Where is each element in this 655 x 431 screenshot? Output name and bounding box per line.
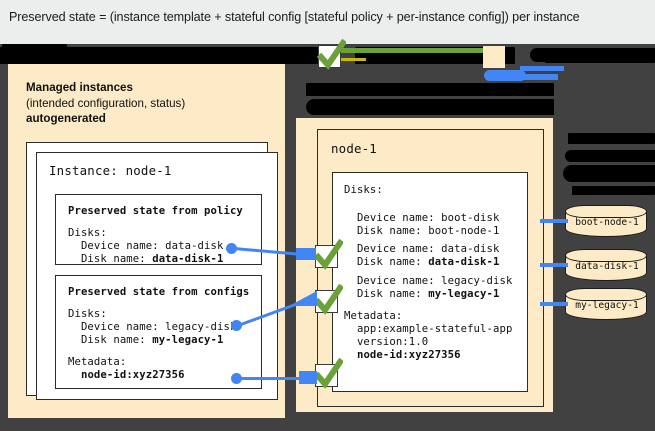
connector-dot-legacy-disk [231,320,242,331]
node-metadata-line-1: version:1.0 [344,336,429,348]
configs-line-diskname: Disk name: my-legacy-1 [68,334,223,348]
policy-diskname-value: data-disk-1 [152,253,224,265]
disk-boot-node-1: boot-node-1 [564,204,647,237]
configs-nodeid-value: node-id:xyz27356 [80,369,185,381]
disk-label: my-legacy-1 [575,300,639,311]
redaction-bar-right-2 [565,150,655,162]
node-entry-0-device: Device name: boot-disk [344,212,500,224]
redaction-bar-right-1 [568,133,655,144]
node-metadata-nodeid-indent [344,349,357,361]
redaction-bar-top-right-c [545,55,655,63]
cream-node-marker [483,46,505,68]
node-entry-0-disk: Disk name: boot-node-1 [344,225,500,237]
redaction-bar-right-4 [572,186,655,195]
blue-marker-c [520,66,564,71]
node-metadata-line-0: app:example-stateful-app [344,323,513,335]
redaction-bar-top [0,47,320,64]
node-entry-2-device: Device name: legacy-disk [344,275,513,287]
redaction-bar-top-left-stub [2,44,67,49]
check-icon [313,284,343,315]
configs-diskname-label: Disk name: [68,334,153,346]
node-card: node-1 Disks: Device name: boot-disk Dis… [317,129,544,407]
configs-diskname-value: my-legacy-1 [152,334,224,346]
configs-line-disks: Disks: [68,308,107,320]
panel-left-title-line3: autogenerated [26,112,106,126]
configs-nodeid-indent [68,369,81,381]
preserved-state-from-policy-box: Preserved state from policy Disks: Devic… [55,194,262,265]
disk-cap [564,287,647,301]
policy-line-disks: Disks: [68,227,107,239]
check-badge-legacy-disk [313,284,343,315]
disk-my-legacy-1: my-legacy-1 [564,287,647,320]
node-entry-2-disk-value: my-legacy-1 [428,288,500,300]
node-entry-1-disk: Disk name: data-disk-1 [344,256,499,270]
node-entry-1-disk-label: Disk name: [344,256,429,268]
check-icon [316,39,346,70]
redaction-bar-right-3 [563,165,655,182]
managed-instances-panel: Managed instances (intended configuratio… [8,64,285,418]
node-metadata-label: Metadata: [344,310,403,322]
policy-line-diskname: Disk name: data-disk-1 [68,253,223,267]
node-card-title: node-1 [331,141,377,156]
check-badge-top [316,39,346,70]
node-entry-2-disk: Disk name: my-legacy-1 [344,288,499,302]
actual-instance-panel: node-1 Disks: Device name: boot-disk Dis… [296,118,553,412]
connector-arrow-data-disk [296,248,316,260]
yellow-connector-line [334,58,366,61]
connector-node-to-data-disk [540,263,568,267]
node-disks-box: Disks: Device name: boot-disk Disk name:… [332,172,528,392]
disk-cap [564,248,647,262]
instance-card-title: Instance: node-1 [49,163,172,178]
connector-node-to-legacy-disk [540,302,568,306]
check-badge-data-disk [313,239,343,270]
node-entry-2-disk-label: Disk name: [344,288,429,300]
check-icon [313,239,343,270]
instance-card: Instance: node-1 Preserved state from po… [36,152,278,400]
caption-text: Preserved state = (instance template + s… [9,10,580,24]
check-icon [313,358,343,389]
blue-marker-b [494,74,558,80]
policy-line-device: Device name: data-disk [68,240,224,252]
redaction-bar-mid-2 [306,99,554,115]
configs-heading: Preserved state from configs [68,286,250,298]
panel-left-title-line2: (intended configuration, status) [26,96,186,110]
node-entry-1-disk-value: data-disk-1 [428,256,500,268]
node-entry-1-device: Device name: data-disk [344,243,500,255]
configs-line-nodeid: node-id:xyz27356 [68,369,185,383]
node-metadata-line-2: node-id:xyz27356 [344,349,461,363]
panel-left-title: Managed instances (intended configuratio… [26,80,276,127]
policy-heading: Preserved state from policy [68,205,243,217]
connector-line-node-id [238,377,300,380]
disk-label: boot-node-1 [575,217,639,228]
caption-bar: Preserved state = (instance template + s… [0,0,655,45]
green-connector-line [333,48,505,53]
connector-dot-node-id [231,373,242,384]
configs-line-metadata: Metadata: [68,356,127,368]
check-badge-node-id [313,358,343,389]
disk-data-disk-1: data-disk-1 [564,248,647,281]
node-metadata-nodeid-value: node-id:xyz27356 [356,349,461,361]
disk-cap [564,204,647,218]
preserved-state-from-configs-box: Preserved state from configs Disks: Devi… [55,275,262,389]
redaction-bar-mid-1 [306,83,554,96]
connector-dot-data-disk [226,243,237,254]
policy-diskname-label: Disk name: [68,253,153,265]
configs-line-device: Device name: legacy-disk [68,321,237,333]
disk-label: data-disk-1 [575,261,639,272]
connector-node-to-boot-disk [540,219,568,223]
node-disks-label: Disks: [344,184,383,196]
connector-arrow-node-id [299,371,317,384]
panel-left-title-line1: Managed instances [26,81,133,94]
